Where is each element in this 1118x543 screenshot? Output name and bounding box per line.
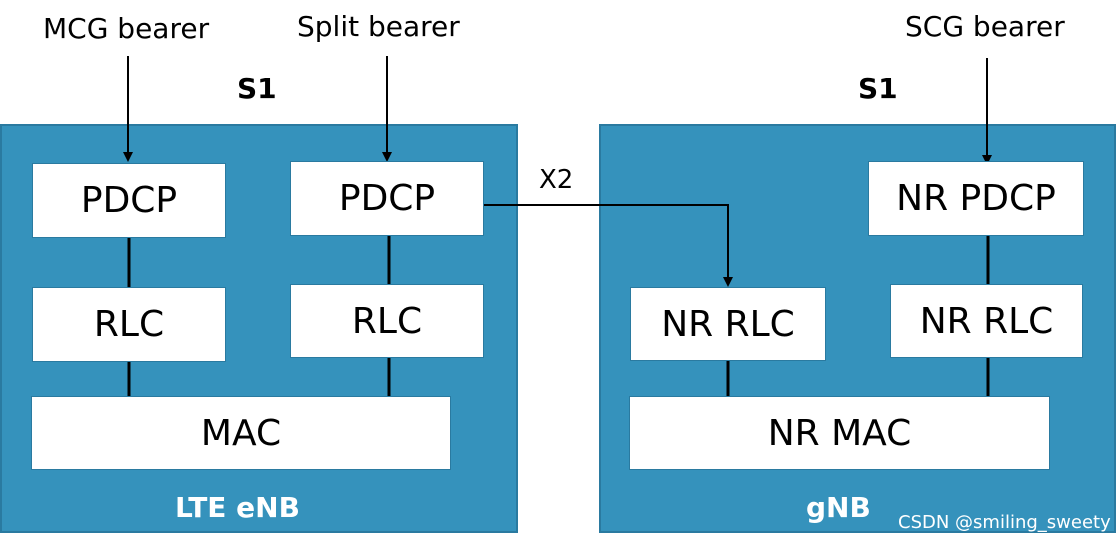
x2-link: [484, 204, 733, 287]
mcg-bearer-label: MCG bearer: [43, 12, 210, 45]
split-nr-rlc-box: NR RLC: [630, 287, 826, 361]
s1-label-right: S1: [858, 72, 898, 105]
split-pdcp-box: PDCP: [290, 161, 484, 236]
watermark: CSDN @smiling_sweety: [898, 512, 1111, 533]
split-rlc-box: RLC: [290, 284, 484, 358]
s1-label-left: S1: [237, 72, 277, 105]
split-bearer-label: Split bearer: [297, 10, 460, 43]
mcg-pdcp-box: PDCP: [32, 163, 226, 238]
lte-mac-box: MAC: [31, 396, 451, 470]
nr-mac-box: NR MAC: [629, 396, 1050, 470]
mcg-rlc-box: RLC: [32, 287, 226, 362]
scg-nr-rlc-box: NR RLC: [890, 284, 1083, 358]
gnb-label: gNB: [806, 491, 871, 524]
scg-bearer-label: SCG bearer: [905, 10, 1065, 43]
lte-enb-label: LTE eNB: [175, 491, 300, 524]
scg-nr-pdcp-box: NR PDCP: [868, 161, 1084, 236]
x2-label: X2: [539, 165, 574, 195]
